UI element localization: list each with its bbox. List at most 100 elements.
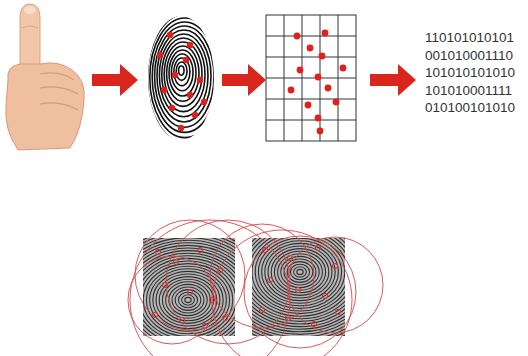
ridge-line	[252, 238, 345, 336]
minutia-mark	[322, 293, 327, 298]
ridge-line	[155, 26, 214, 127]
ridge-line	[143, 238, 235, 336]
ridge-line	[271, 249, 329, 296]
ridge-line	[268, 246, 332, 298]
minutia-dot	[187, 92, 193, 98]
ridge-line	[252, 238, 345, 336]
ridge-line	[143, 238, 235, 336]
match-circle	[212, 230, 352, 356]
ridge-line	[143, 264, 233, 336]
ridge-line	[143, 245, 235, 336]
ridge-line	[157, 30, 211, 122]
ridge-line	[176, 62, 187, 80]
ridge-line	[252, 238, 345, 314]
ridge-line	[162, 38, 205, 112]
grid-dot	[307, 45, 314, 52]
grid-dot	[297, 67, 304, 74]
ridge-line	[143, 258, 235, 336]
ridge-line	[252, 238, 345, 336]
ridge-line	[147, 14, 223, 143]
ridge-line	[143, 238, 235, 336]
match-circle	[166, 220, 290, 344]
ridge-line	[252, 238, 345, 332]
minutia-dot	[167, 32, 173, 38]
ridge-line	[153, 271, 223, 328]
grid-dot	[319, 53, 326, 60]
grid-line	[266, 36, 356, 37]
ridge-line	[252, 238, 345, 336]
minutia-mark	[335, 309, 340, 314]
ridge-line	[182, 295, 195, 305]
ridge-line	[159, 277, 217, 324]
ridge-line	[143, 256, 235, 336]
minutia-mark	[155, 249, 160, 254]
minutia-mark	[187, 289, 192, 294]
ridge-line	[252, 238, 345, 336]
ridge-line	[143, 248, 235, 336]
ridge-line	[252, 238, 345, 311]
grid-dot	[305, 102, 312, 109]
ridge-line	[143, 240, 235, 336]
grid-dot	[340, 65, 347, 72]
hand-illustration	[6, 4, 85, 150]
minutia-mark	[332, 263, 337, 268]
minutia-mark	[173, 259, 178, 264]
ridge-line	[252, 238, 345, 336]
grid-dot	[288, 87, 295, 94]
ridge-line	[290, 264, 309, 280]
ridge-line	[252, 238, 345, 336]
ridge-line	[145, 10, 226, 148]
ridge-line	[252, 238, 345, 336]
ridge-line	[252, 238, 345, 336]
ridge-line	[167, 46, 199, 101]
grid-frame	[266, 15, 356, 141]
minutia-mark	[287, 255, 292, 260]
binary-code: 001010001110	[425, 48, 513, 64]
minutia-mark	[295, 287, 300, 292]
ridge-line	[171, 54, 193, 91]
ridge-line	[143, 238, 235, 336]
ridge-line	[143, 238, 235, 336]
fingerprint-image	[143, 238, 235, 336]
ridge-line	[143, 238, 235, 336]
minutia-dot	[187, 42, 193, 48]
grid-dot	[317, 128, 324, 135]
ridge-line	[252, 238, 345, 336]
ridge-line	[252, 238, 345, 336]
ridge-line	[146, 266, 229, 334]
minutia-dot	[157, 52, 163, 58]
minutia-dot	[183, 57, 189, 63]
ridge-line	[169, 284, 207, 315]
ridge-line	[252, 238, 345, 334]
match-circle	[128, 256, 216, 344]
binary-code: 010100101010	[425, 100, 515, 116]
ridge-line	[143, 238, 235, 336]
grid-dot	[294, 33, 301, 40]
minutiae-dots	[157, 32, 207, 131]
minutia-mark	[311, 321, 316, 326]
grid-line	[266, 120, 356, 121]
ridge-line	[185, 297, 191, 302]
ridge-line	[143, 251, 235, 336]
ridge-line	[159, 34, 208, 117]
minutia-dot	[201, 99, 207, 105]
ridge-line	[294, 267, 307, 277]
minutia-dot	[178, 125, 184, 131]
grid-dot	[315, 115, 322, 122]
fingerprint-image	[252, 238, 345, 336]
ridge-line	[143, 238, 235, 336]
ridge-line	[255, 238, 345, 308]
ridge-line	[179, 66, 184, 75]
matching-circles	[128, 220, 383, 356]
ridge-line	[166, 282, 211, 318]
match-circle	[287, 237, 383, 333]
minutia-mark	[315, 245, 320, 250]
ridge-line	[297, 269, 303, 274]
binary-code: 110101010101	[425, 30, 514, 46]
minutia-mark	[162, 282, 167, 287]
ridge-line	[169, 50, 196, 96]
grid-dot	[315, 74, 322, 81]
fingerprint	[145, 10, 226, 148]
grid	[266, 15, 356, 141]
